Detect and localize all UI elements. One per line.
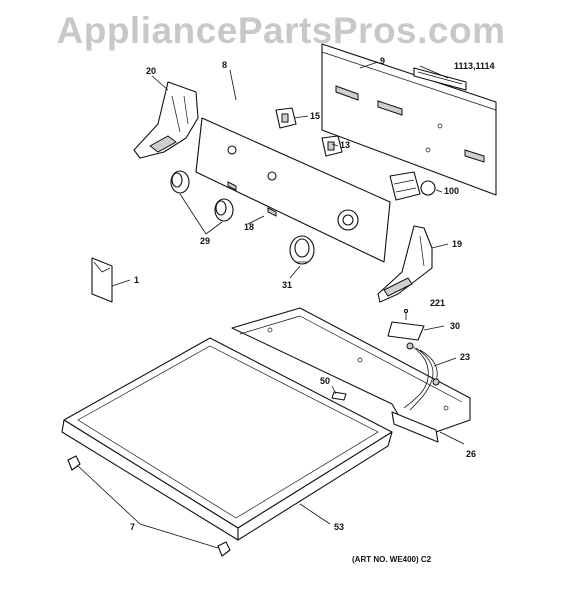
callout-26[interactable]: 26 [466,449,476,459]
timer-part[interactable] [389,171,436,201]
hinge-pin-part[interactable] [67,455,231,557]
control-console-part[interactable] [195,117,391,263]
callout-29[interactable]: 29 [200,236,210,246]
callout-labels: 20 8 9 1113,1114 15 13 100 29 18 31 19 1… [130,56,495,532]
callout-1113-1114[interactable]: 1113,1114 [454,61,495,71]
callout-13[interactable]: 13 [340,140,350,150]
callout-221[interactable]: 221 [430,298,445,308]
callout-1[interactable]: 1 [134,275,139,285]
screw-part[interactable] [403,308,409,320]
callout-30[interactable]: 30 [450,321,460,331]
callout-9[interactable]: 9 [380,56,385,66]
callout-23[interactable]: 23 [460,352,470,362]
right-endcap-part[interactable] [377,225,433,303]
top-cover-part[interactable] [61,337,393,541]
callout-100[interactable]: 100 [444,186,459,196]
switch-13-part[interactable] [321,135,343,157]
leader-lines [77,61,465,549]
watermark: AppliancePartsPros.com [56,10,506,51]
wire-harness-part[interactable] [403,342,440,411]
callout-20[interactable]: 20 [146,66,156,76]
timer-knob-part[interactable] [289,235,315,265]
literature-part[interactable] [91,257,113,303]
clip-part[interactable] [331,391,347,401]
knob-part[interactable] [170,170,234,222]
rear-panel-part[interactable] [321,43,497,196]
switch-15-part[interactable] [275,107,297,129]
art-number-label: (ART NO. WE400) C2 [352,555,432,564]
bracket-part[interactable] [413,67,467,91]
callout-8[interactable]: 8 [222,60,227,70]
callout-19[interactable]: 19 [452,239,462,249]
callout-31[interactable]: 31 [282,280,292,290]
callout-50[interactable]: 50 [320,376,330,386]
top-frame-part[interactable] [231,307,471,443]
callout-18[interactable]: 18 [244,222,254,232]
callout-53[interactable]: 53 [334,522,344,532]
callout-15[interactable]: 15 [310,111,320,121]
left-endcap-part[interactable] [133,81,199,159]
callout-7[interactable]: 7 [130,522,135,532]
shield-plate-part[interactable] [387,321,425,341]
